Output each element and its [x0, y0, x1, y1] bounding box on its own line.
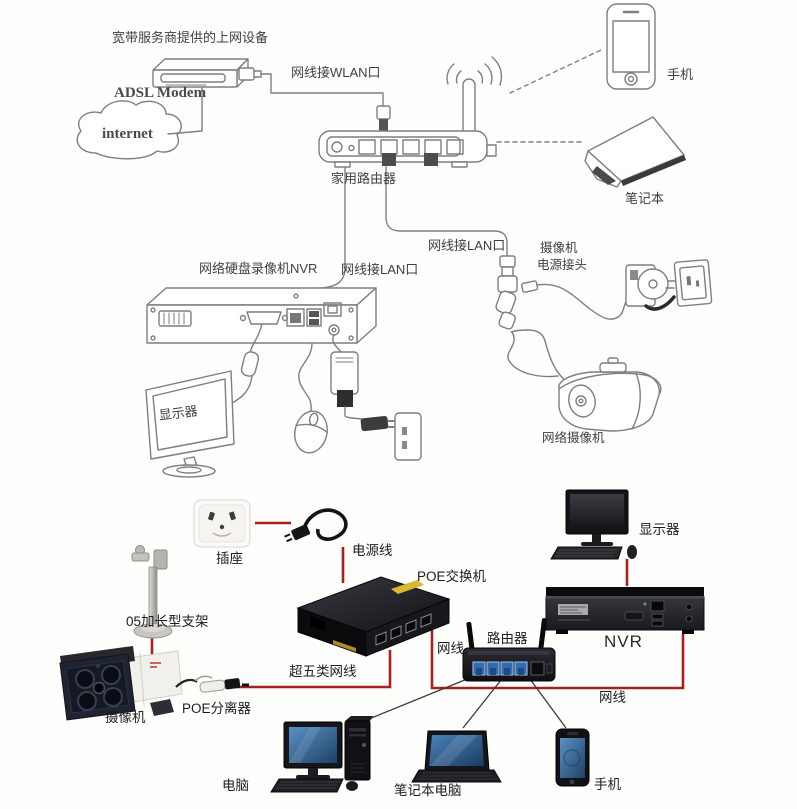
- pc-label: 电脑: [222, 778, 249, 793]
- monitor-bottom-label: 显示器: [639, 522, 680, 537]
- phone-bottom-label: 手机: [594, 777, 621, 792]
- laptop-bottom-label: 笔记本电脑: [394, 783, 462, 798]
- wireless-link-phone: [509, 49, 602, 94]
- wall-outlet-camera-drawing: [673, 259, 713, 307]
- cable-label-right: 网线: [599, 690, 626, 705]
- nvr-bottom-label: NVR: [604, 632, 643, 651]
- mouse-top-drawing: [294, 410, 328, 454]
- bracket-label: 05加长型支架: [126, 614, 209, 629]
- cable-label-left: 网线: [437, 641, 464, 656]
- power-cord-label: 电源线: [352, 543, 393, 558]
- camera-cable-junction: [495, 255, 630, 378]
- vga-cable-drawing: [229, 323, 263, 405]
- laptop-bottom-drawing: [411, 730, 502, 783]
- lan-cable-label-camera: 网线接LAN口: [428, 238, 506, 253]
- home-router-drawing: [318, 49, 602, 168]
- wifi-signal-icon: [446, 56, 503, 86]
- socket-label: 插座: [216, 551, 243, 566]
- wall-outlet-nvr-drawing: [394, 412, 422, 461]
- lan-cable-label-nvr: 网线接LAN口: [341, 262, 419, 277]
- camera-bottom-drawing: [59, 646, 183, 721]
- camera-power-label-line1: 摄像机: [540, 241, 578, 255]
- phone-top-drawing: [606, 3, 656, 90]
- adsl-modem-drawing: [152, 58, 262, 88]
- bracket-drawing: [131, 545, 173, 639]
- home-router-label: 家用路由器: [331, 171, 397, 186]
- red-connection-lines: [150, 521, 685, 690]
- nvr-bottom-drawing: [545, 587, 705, 634]
- camera-bottom-label: 摄像机: [105, 710, 146, 725]
- socket-drawing: [193, 499, 251, 548]
- laptop-top-label: 笔记本: [625, 191, 665, 206]
- monitor-top-drawing: [145, 370, 235, 478]
- ip-camera-label: 网络摄像机: [542, 431, 605, 445]
- modem-to-router-cable: [260, 73, 384, 109]
- router-device-links: [363, 674, 567, 729]
- cat5-cable-label: 超五类网线: [289, 664, 357, 679]
- internet-label: internet: [102, 126, 153, 142]
- power-cord-drawing: [284, 508, 348, 543]
- poe-splitter-drawing: [175, 675, 249, 693]
- mouse-cable-drawing: [298, 342, 313, 412]
- poe-switch-drawing: [296, 576, 451, 657]
- poe-switch-label: POE交换机: [417, 569, 487, 584]
- phone-top-label: 手机: [667, 67, 694, 82]
- laptop-top-drawing: [584, 116, 686, 188]
- router-to-camera-cable: [385, 166, 508, 257]
- nvr-top-drawing: [146, 287, 377, 344]
- camera-power-adapter-drawing: [625, 264, 678, 311]
- ip-camera-drawing: [510, 329, 662, 432]
- pc-drawing: [270, 716, 373, 793]
- router-bottom-label: 路由器: [487, 631, 528, 646]
- nvr-top-label: 网络硬盘录像机NVR: [199, 261, 318, 276]
- router-bottom-drawing: [462, 618, 556, 682]
- wlan-cable-label: 网线接WLAN口: [291, 65, 381, 80]
- adsl-modem-label: ADSL Modem: [114, 85, 207, 101]
- nvr-power-adapter-drawing: [330, 334, 396, 432]
- internet-cloud: [76, 86, 203, 160]
- isp-device-label: 宽带服务商提供的上网设备: [112, 30, 269, 45]
- camera-power-label-line2: 电源接头: [537, 258, 588, 272]
- poe-splitter-label: POE分离器: [182, 701, 252, 716]
- phone-bottom-drawing: [555, 728, 590, 787]
- monitor-bottom-drawing: [550, 489, 637, 560]
